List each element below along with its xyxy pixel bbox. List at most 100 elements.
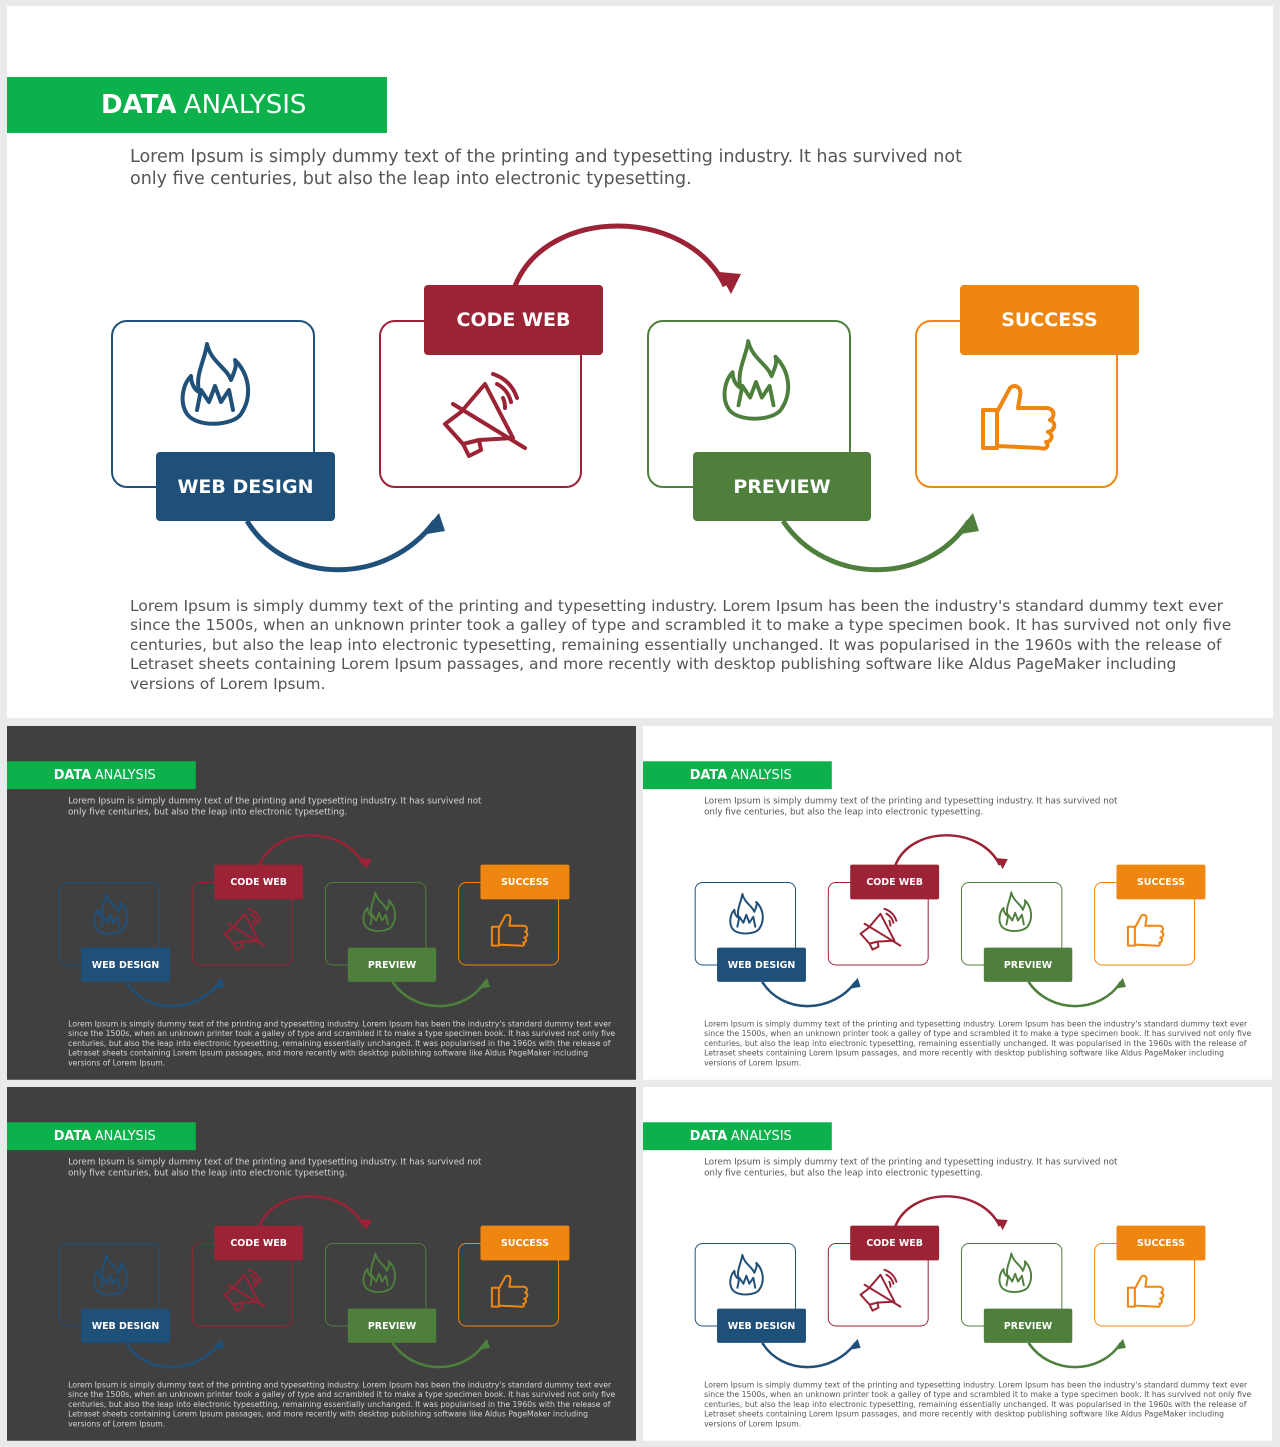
body-line: since the 1500s, when an unknown printer…: [130, 616, 1232, 635]
flame-icon: [92, 1253, 128, 1298]
body-line: centuries, but also the leap into electr…: [68, 1399, 611, 1409]
body-text: Lorem Ipsum is simply dummy text of the …: [68, 1020, 615, 1068]
thumbnail-dark-1[interactable]: DATA ANALYSIS Lorem Ipsum is simply dumm…: [7, 726, 636, 1080]
intro-line: only five centuries, but also the leap i…: [68, 806, 348, 817]
arrow-head: [212, 977, 225, 989]
flow-arrow: [761, 1342, 857, 1369]
step-label: SUCCESS: [1116, 1225, 1206, 1261]
arrow-head: [955, 513, 979, 535]
flow-arrow: [391, 1342, 487, 1369]
intro-text: Lorem Ipsum is simply dummy text of the …: [68, 1157, 481, 1179]
intro-line: Lorem Ipsum is simply dummy text of the …: [704, 1157, 1118, 1167]
intro-line: only five centuries, but also the leap i…: [704, 806, 984, 817]
body-line: centuries, but also the leap into electr…: [130, 635, 1222, 654]
arrow-head: [1114, 977, 1126, 989]
flow-arrow: [780, 519, 972, 573]
body-line: since the 1500s, when an unknown printer…: [68, 1029, 616, 1039]
arrow-head: [360, 1219, 372, 1231]
arrow-head: [996, 858, 1008, 870]
title-bar: DATA ANALYSIS: [643, 761, 832, 790]
arrow-head: [478, 1338, 490, 1350]
title-bold: DATA: [689, 767, 728, 783]
speaker-mute-icon: [222, 906, 270, 952]
arrow-head: [1114, 1338, 1126, 1350]
title-bold: DATA: [101, 90, 177, 120]
thumbs-up-icon: [490, 1274, 529, 1309]
flow-arrows: [244, 223, 979, 573]
title-rest: ANALYSIS: [94, 1128, 156, 1144]
body-text: Lorem Ipsum is simply dummy text of the …: [704, 1020, 1251, 1068]
intro-text: Lorem Ipsum is simply dummy text of the …: [68, 796, 481, 818]
flame-icon: [179, 340, 251, 430]
title-bold: DATA: [689, 1128, 728, 1144]
variant-slide: DATA ANALYSIS Lorem Ipsum is simply dumm…: [7, 726, 636, 1080]
body-line: versions of Lorem Ipsum.: [704, 1058, 802, 1068]
speaker-mute-icon: [858, 1267, 906, 1313]
body-line: Letraset sheets containing Lorem Ipsum p…: [704, 1409, 1225, 1419]
intro-line: only five centuries, but also the leap i…: [130, 169, 692, 189]
flame-icon: [998, 890, 1033, 935]
step-label: CODE WEB: [850, 864, 940, 900]
arrow-head: [212, 1338, 225, 1350]
arrow-head: [848, 977, 861, 989]
title-bar: DATA ANALYSIS: [643, 1122, 832, 1151]
body-line: Lorem Ipsum is simply dummy text of the …: [68, 1380, 612, 1390]
variant-slide: DATA ANALYSIS Lorem Ipsum is simply dumm…: [7, 1087, 636, 1441]
title-bold: DATA: [53, 1128, 92, 1144]
body-line: since the 1500s, when an unknown printer…: [68, 1390, 616, 1400]
flow-arrow: [125, 981, 221, 1008]
body-line: versions of Lorem Ipsum.: [704, 1419, 802, 1429]
body-line: Letraset sheets containing Lorem Ipsum p…: [68, 1409, 589, 1419]
flow-arrow: [761, 981, 857, 1008]
thumbs-up-icon: [1126, 1274, 1165, 1309]
flame-icon: [721, 336, 791, 426]
flow-arrows: [761, 1195, 1126, 1369]
intro-line: Lorem Ipsum is simply dummy text of the …: [68, 1157, 482, 1167]
step-label: WEB DESIGN: [717, 947, 806, 982]
step-label: WEB DESIGN: [81, 1308, 170, 1343]
step-label: PREVIEW: [983, 947, 1073, 982]
title-bold: DATA: [53, 767, 92, 783]
intro-line: Lorem Ipsum is simply dummy text of the …: [68, 796, 482, 806]
title-rest: ANALYSIS: [730, 1128, 792, 1144]
body-line: versions of Lorem Ipsum.: [68, 1058, 166, 1068]
flame-icon: [998, 1251, 1033, 1296]
intro-text: Lorem Ipsum is simply dummy text of the …: [130, 146, 962, 190]
arrow-head: [848, 1338, 861, 1350]
flow-arrow: [258, 1195, 365, 1227]
intro-line: only five centuries, but also the leap i…: [704, 1167, 984, 1178]
body-text: Lorem Ipsum is simply dummy text of the …: [68, 1381, 615, 1429]
flame-icon: [362, 1251, 397, 1296]
speaker-mute-icon: [439, 368, 535, 460]
step-label: WEB DESIGN: [717, 1308, 806, 1343]
flow-arrow: [125, 1342, 221, 1369]
body-text: Lorem Ipsum is simply dummy text of the …: [704, 1381, 1251, 1429]
step-label: SUCCESS: [480, 864, 570, 900]
flow-arrow: [258, 834, 365, 866]
body-line: Lorem Ipsum is simply dummy text of the …: [704, 1380, 1248, 1390]
thumbs-up-icon: [490, 913, 529, 948]
body-line: centuries, but also the leap into electr…: [68, 1038, 611, 1048]
flow-arrows: [125, 834, 490, 1008]
body-line: Letraset sheets containing Lorem Ipsum p…: [704, 1048, 1225, 1058]
speaker-mute-icon: [222, 1267, 270, 1313]
thumbnail-dark-2[interactable]: DATA ANALYSIS Lorem Ipsum is simply dumm…: [7, 1087, 636, 1441]
arrow-head: [719, 272, 741, 294]
title-bar: DATA ANALYSIS: [7, 761, 196, 790]
flame-icon: [92, 892, 128, 937]
thumbnail-light-1[interactable]: DATA ANALYSIS Lorem Ipsum is simply dumm…: [643, 726, 1272, 1080]
body-line: since the 1500s, when an unknown printer…: [704, 1390, 1252, 1400]
flow-arrow: [512, 223, 728, 288]
arrow-head: [478, 977, 490, 989]
speaker-mute-icon: [858, 906, 906, 952]
body-line: centuries, but also the leap into electr…: [704, 1399, 1247, 1409]
body-line: Letraset sheets containing Lorem Ipsum p…: [130, 655, 1177, 674]
step-label: PREVIEW: [693, 452, 871, 521]
flame-icon: [362, 890, 397, 935]
intro-line: only five centuries, but also the leap i…: [68, 1167, 348, 1178]
thumbnail-light-2[interactable]: DATA ANALYSIS Lorem Ipsum is simply dumm…: [643, 1087, 1272, 1441]
